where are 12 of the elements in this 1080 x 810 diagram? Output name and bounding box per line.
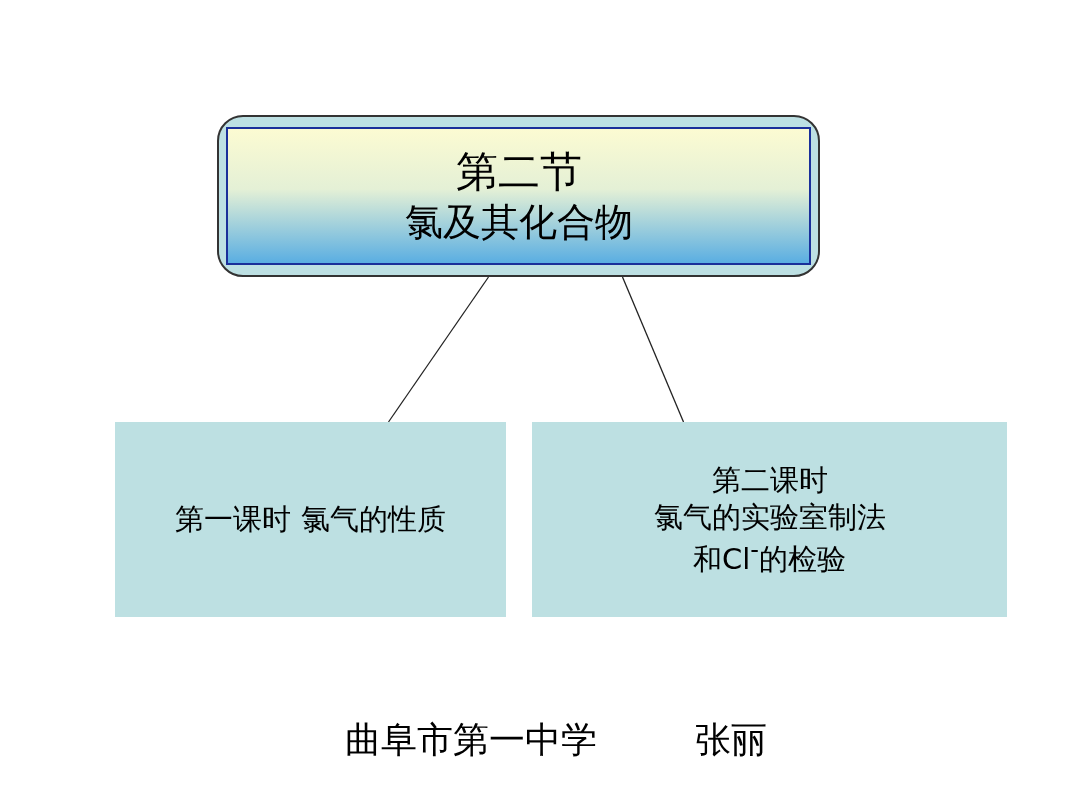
lesson-box bbox=[532, 422, 1007, 617]
lesson-heading: 第二课时 bbox=[711, 462, 828, 499]
school-name: 曲阜市第一中学 bbox=[345, 718, 597, 762]
connector-line bbox=[387, 276, 490, 423]
section-subtitle: 氯及其化合物 bbox=[404, 198, 633, 246]
section-title: 第二节 bbox=[455, 146, 582, 198]
author-name: 张丽 bbox=[695, 718, 767, 762]
lesson-title: 氯气的实验室制法和Cl$^{-}$的检验 bbox=[652, 498, 887, 577]
title-box bbox=[217, 115, 820, 277]
lesson-title: 第一课时 氯气的性质 bbox=[175, 501, 446, 538]
connector-line bbox=[621, 276, 685, 423]
lesson-box bbox=[115, 422, 506, 617]
